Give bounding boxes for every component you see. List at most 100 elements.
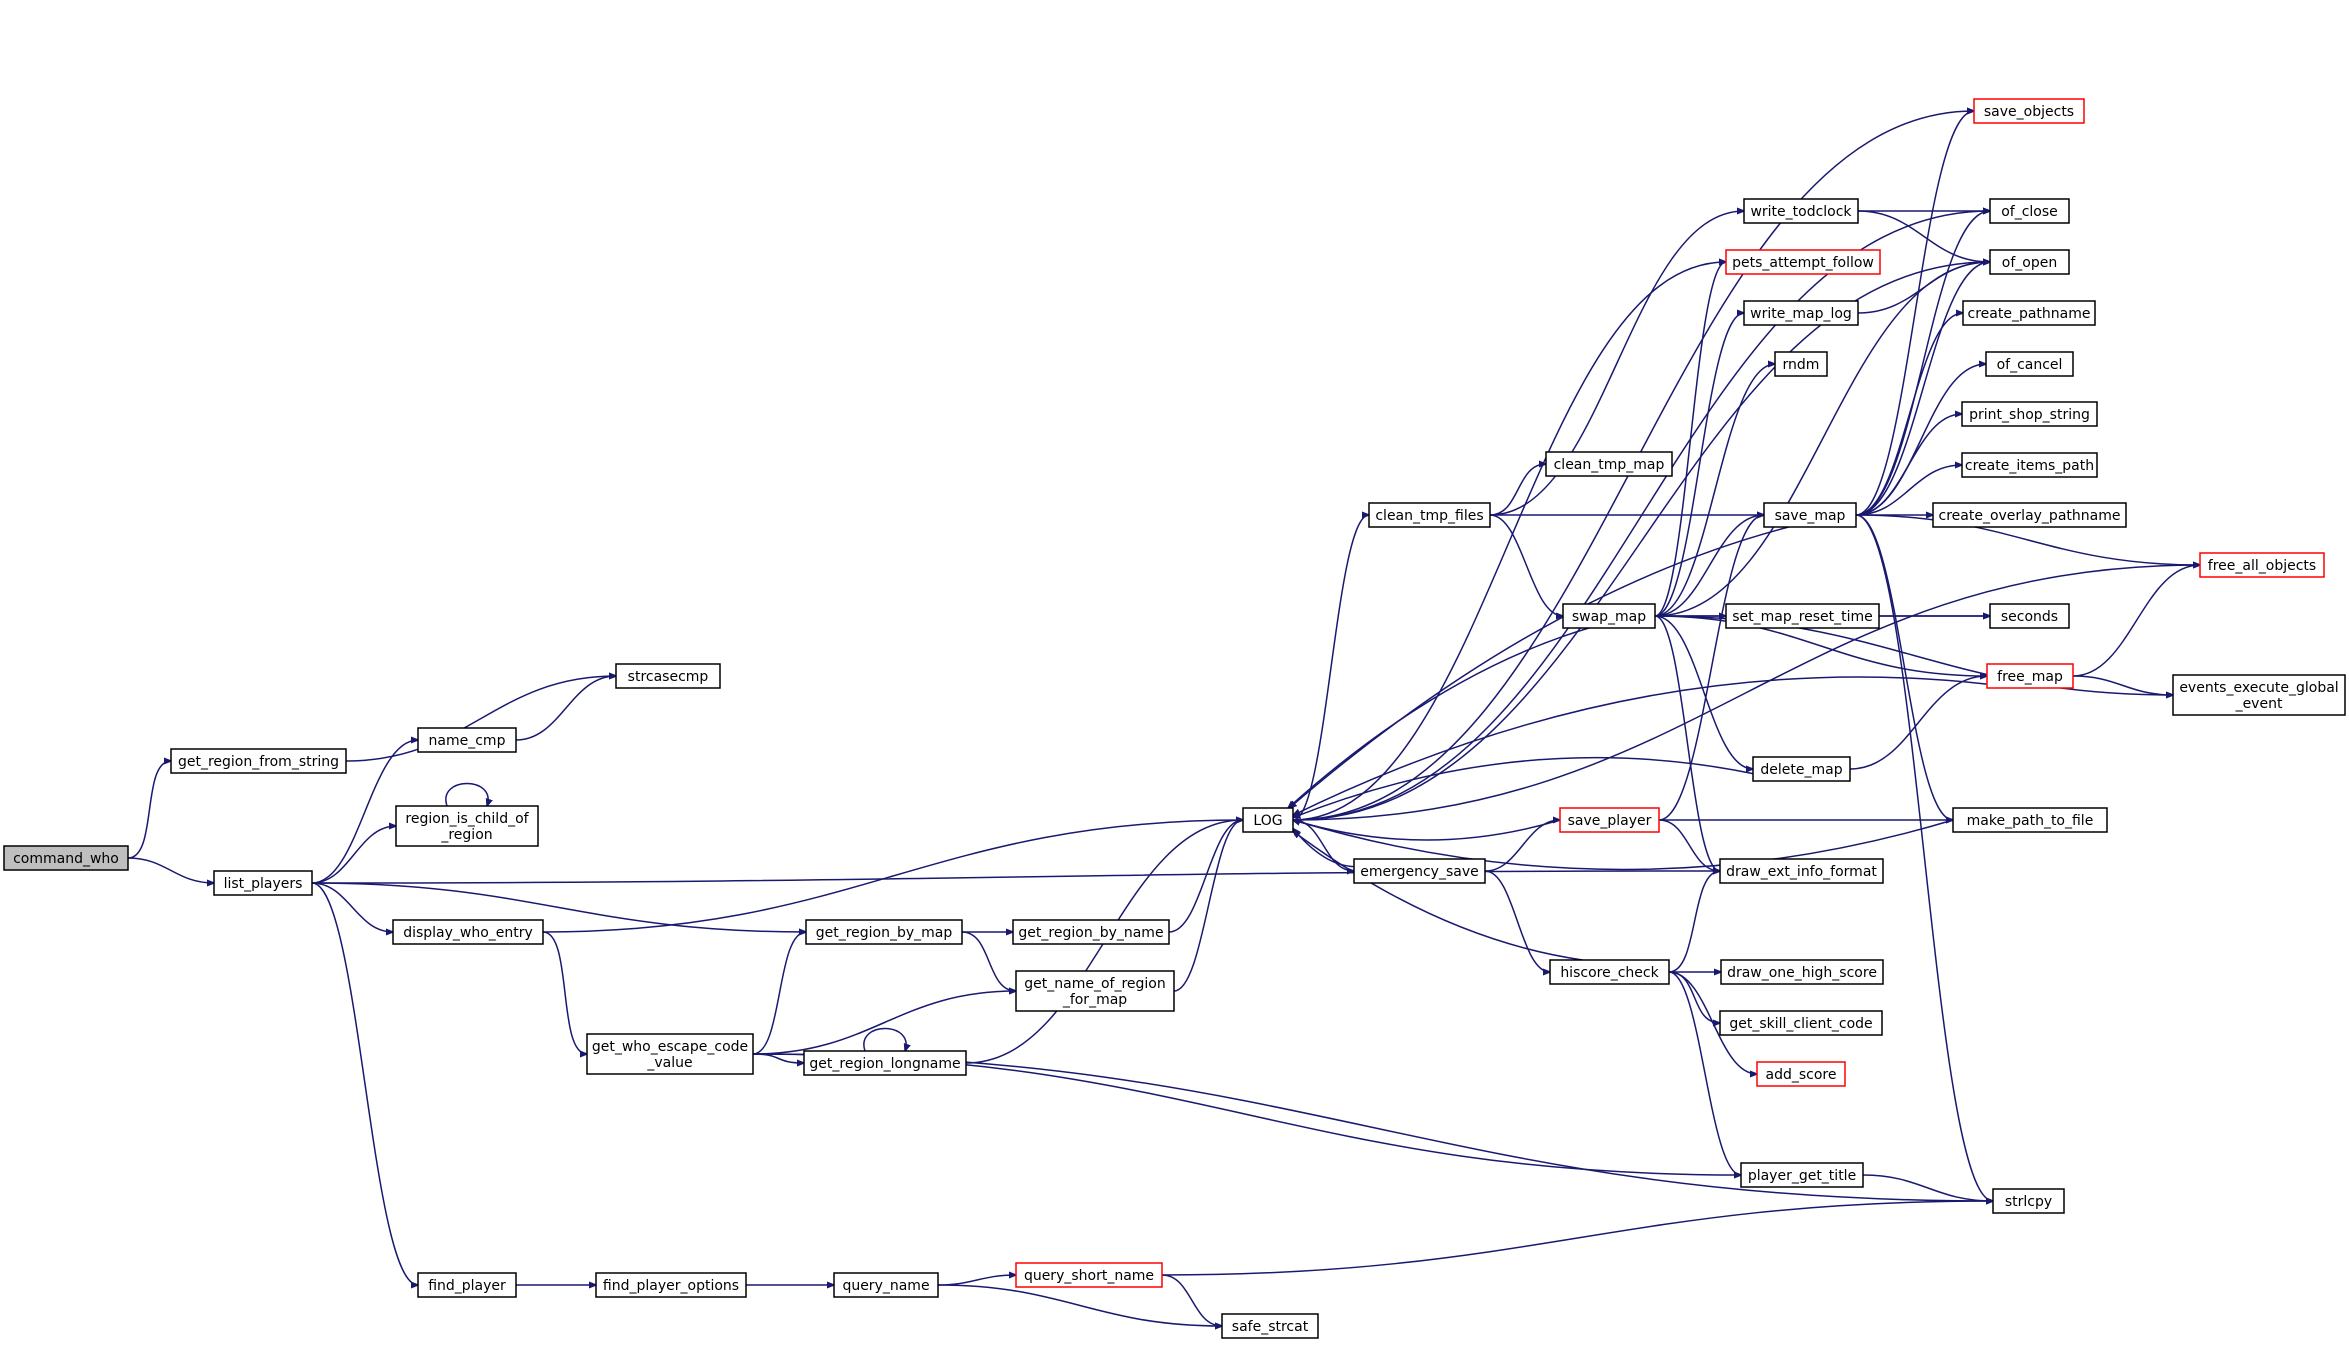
node-of_open[interactable]: of_open bbox=[1989, 249, 2070, 275]
node-add_score[interactable]: add_score bbox=[1756, 1061, 1846, 1087]
node-command_who[interactable]: command_who bbox=[3, 845, 129, 871]
node-seconds[interactable]: seconds bbox=[1989, 603, 2070, 629]
node-get_name_of_region_for_map[interactable]: get_name_of_region_for_map bbox=[1015, 970, 1175, 1012]
node-get_skill_client_code[interactable]: get_skill_client_code bbox=[1719, 1010, 1883, 1036]
node-box[interactable] bbox=[1961, 401, 2098, 427]
node-box[interactable] bbox=[2199, 552, 2325, 578]
node-pets_attempt_follow[interactable]: pets_attempt_follow bbox=[1725, 249, 1881, 275]
node-box[interactable] bbox=[1720, 959, 1884, 985]
node-box[interactable] bbox=[1242, 807, 1294, 833]
node-box[interactable] bbox=[1743, 198, 1859, 224]
node-box[interactable] bbox=[1725, 249, 1881, 275]
node-of_close[interactable]: of_close bbox=[1989, 198, 2070, 224]
node-create_items_path[interactable]: create_items_path bbox=[1961, 452, 2098, 478]
node-safe_strcat[interactable]: safe_strcat bbox=[1221, 1313, 1319, 1339]
node-make_path_to_file[interactable]: make_path_to_file bbox=[1952, 807, 2108, 833]
node-box[interactable] bbox=[595, 1272, 747, 1298]
node-box[interactable] bbox=[615, 663, 721, 689]
node-display_who_entry[interactable]: display_who_entry bbox=[392, 919, 544, 945]
node-box[interactable] bbox=[586, 1033, 754, 1075]
node-box[interactable] bbox=[1740, 1162, 1864, 1188]
node-box[interactable] bbox=[1961, 452, 2098, 478]
node-box[interactable] bbox=[1985, 351, 2074, 377]
node-rndm[interactable]: rndm bbox=[1774, 351, 1828, 377]
node-swap_map[interactable]: swap_map bbox=[1562, 603, 1656, 629]
node-box[interactable] bbox=[1952, 807, 2108, 833]
node-emergency_save[interactable]: emergency_save bbox=[1353, 858, 1486, 884]
node-box[interactable] bbox=[1545, 451, 1673, 477]
node-box[interactable] bbox=[1973, 98, 2085, 124]
node-box[interactable] bbox=[805, 919, 963, 945]
node-save_player[interactable]: save_player bbox=[1559, 807, 1660, 833]
node-of_cancel[interactable]: of_cancel bbox=[1985, 351, 2074, 377]
node-create_overlay_pathname[interactable]: create_overlay_pathname bbox=[1932, 502, 2127, 528]
node-strlcpy[interactable]: strlcpy bbox=[1992, 1188, 2065, 1214]
node-events_execute_global_event[interactable]: events_execute_global_event bbox=[2172, 674, 2346, 716]
node-delete_map[interactable]: delete_map bbox=[1752, 756, 1851, 782]
node-box[interactable] bbox=[1763, 502, 1857, 528]
node-draw_ext_info_format[interactable]: draw_ext_info_format bbox=[1719, 858, 1884, 884]
node-box[interactable] bbox=[213, 870, 313, 896]
node-clean_tmp_files[interactable]: clean_tmp_files bbox=[1368, 502, 1491, 528]
node-query_name[interactable]: query_name bbox=[833, 1272, 939, 1298]
node-box[interactable] bbox=[417, 727, 517, 753]
node-box[interactable] bbox=[1562, 603, 1656, 629]
node-box[interactable] bbox=[1015, 1262, 1163, 1288]
node-box[interactable] bbox=[3, 845, 129, 871]
node-get_who_escape_code_value[interactable]: get_who_escape_code_value bbox=[586, 1033, 754, 1075]
node-box[interactable] bbox=[1989, 198, 2070, 224]
node-box[interactable] bbox=[395, 805, 539, 847]
node-LOG[interactable]: LOG bbox=[1242, 807, 1294, 833]
node-save_map[interactable]: save_map bbox=[1763, 502, 1857, 528]
node-box[interactable] bbox=[1559, 807, 1660, 833]
node-box[interactable] bbox=[1992, 1188, 2065, 1214]
node-list_players[interactable]: list_players bbox=[213, 870, 313, 896]
node-region_is_child_of_region[interactable]: region_is_child_of_region bbox=[395, 805, 539, 847]
node-box[interactable] bbox=[1932, 502, 2127, 528]
node-create_pathname[interactable]: create_pathname bbox=[1962, 300, 2096, 326]
node-get_region_by_name[interactable]: get_region_by_name bbox=[1012, 919, 1170, 945]
node-set_map_reset_time[interactable]: set_map_reset_time bbox=[1725, 603, 1880, 629]
node-box[interactable] bbox=[1756, 1061, 1846, 1087]
node-box[interactable] bbox=[170, 748, 347, 774]
node-box[interactable] bbox=[1986, 663, 2074, 689]
node-box[interactable] bbox=[1368, 502, 1491, 528]
node-box[interactable] bbox=[1962, 300, 2096, 326]
node-box[interactable] bbox=[1989, 249, 2070, 275]
node-box[interactable] bbox=[417, 1272, 517, 1298]
node-box[interactable] bbox=[1774, 351, 1828, 377]
node-box[interactable] bbox=[1743, 300, 1859, 326]
node-box[interactable] bbox=[1012, 919, 1170, 945]
node-box[interactable] bbox=[1989, 603, 2070, 629]
node-name_cmp[interactable]: name_cmp bbox=[417, 727, 517, 753]
node-box[interactable] bbox=[1353, 858, 1486, 884]
node-box[interactable] bbox=[1719, 858, 1884, 884]
node-get_region_longname[interactable]: get_region_longname bbox=[803, 1050, 967, 1076]
node-box[interactable] bbox=[803, 1050, 967, 1076]
node-free_all_objects[interactable]: free_all_objects bbox=[2199, 552, 2325, 578]
node-player_get_title[interactable]: player_get_title bbox=[1740, 1162, 1864, 1188]
node-hiscore_check[interactable]: hiscore_check bbox=[1549, 959, 1670, 985]
node-box[interactable] bbox=[1725, 603, 1880, 629]
node-print_shop_string[interactable]: print_shop_string bbox=[1961, 401, 2098, 427]
node-box[interactable] bbox=[1549, 959, 1670, 985]
node-find_player[interactable]: find_player bbox=[417, 1272, 517, 1298]
node-query_short_name[interactable]: query_short_name bbox=[1015, 1262, 1163, 1288]
node-write_map_log[interactable]: write_map_log bbox=[1743, 300, 1859, 326]
node-strcasecmp[interactable]: strcasecmp bbox=[615, 663, 721, 689]
node-box[interactable] bbox=[2172, 674, 2346, 716]
node-get_region_by_map[interactable]: get_region_by_map bbox=[805, 919, 963, 945]
node-draw_one_high_score[interactable]: draw_one_high_score bbox=[1720, 959, 1884, 985]
node-free_map[interactable]: free_map bbox=[1986, 663, 2074, 689]
node-box[interactable] bbox=[1015, 970, 1175, 1012]
node-save_objects[interactable]: save_objects bbox=[1973, 98, 2085, 124]
node-box[interactable] bbox=[392, 919, 544, 945]
node-get_region_from_string[interactable]: get_region_from_string bbox=[170, 748, 347, 774]
node-clean_tmp_map[interactable]: clean_tmp_map bbox=[1545, 451, 1673, 477]
node-box[interactable] bbox=[833, 1272, 939, 1298]
node-box[interactable] bbox=[1752, 756, 1851, 782]
node-write_todclock[interactable]: write_todclock bbox=[1743, 198, 1859, 224]
node-find_player_options[interactable]: find_player_options bbox=[595, 1272, 747, 1298]
node-box[interactable] bbox=[1221, 1313, 1319, 1339]
node-box[interactable] bbox=[1719, 1010, 1883, 1036]
